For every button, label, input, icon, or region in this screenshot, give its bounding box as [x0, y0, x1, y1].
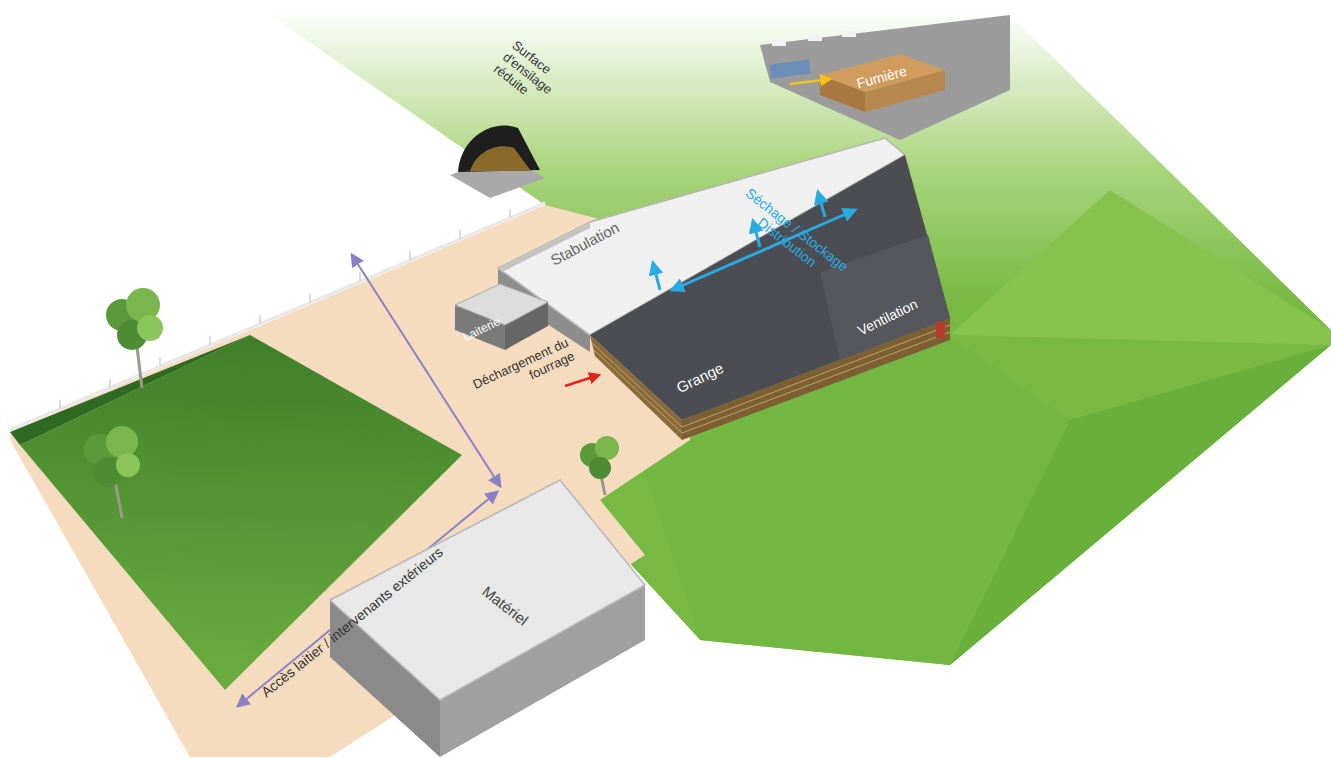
fence-posts: [60, 209, 510, 409]
access-arrow: [352, 255, 500, 486]
flow-arrow: [818, 192, 825, 217]
laiterie-roof: [455, 284, 548, 325]
pit: [769, 59, 811, 78]
tree: [106, 288, 163, 388]
tree: [580, 436, 619, 495]
unloading-arrow: [565, 375, 599, 386]
grange-roof: [590, 155, 950, 420]
flow-arrow: [790, 79, 830, 84]
tree: [84, 426, 140, 518]
silage-tunnel: [458, 126, 540, 172]
concrete-area: [760, 15, 1010, 140]
fence: [10, 203, 545, 430]
equipment-marks: [772, 31, 856, 46]
silage-fill: [470, 146, 531, 171]
grass-field: [950, 190, 1331, 345]
grass-field: [950, 345, 1331, 665]
flow-arrow: [653, 263, 660, 290]
door: [936, 322, 945, 338]
manure-top: [820, 54, 945, 92]
